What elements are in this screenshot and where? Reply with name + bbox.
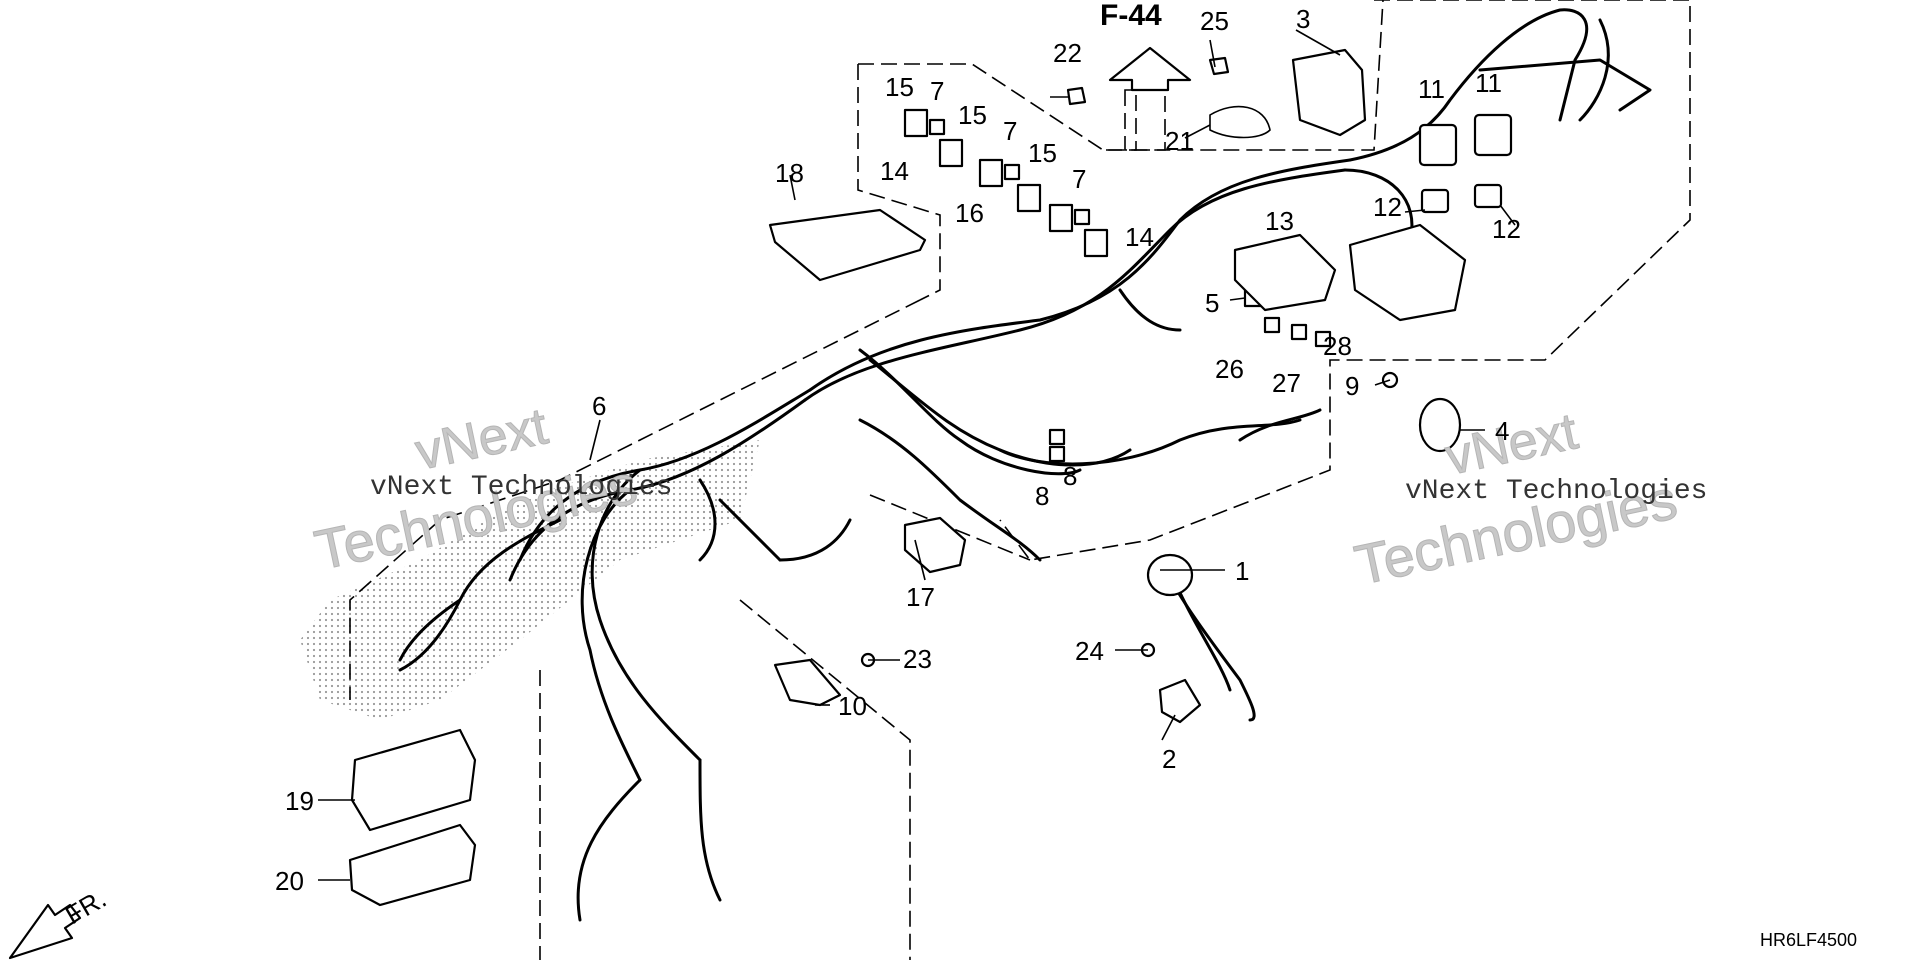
fuse-26 <box>1263 316 1281 334</box>
fuse-8b <box>1048 445 1066 463</box>
knob-12b <box>1473 183 1503 209</box>
connector-17 <box>903 516 967 574</box>
diagram-code: HR6LF4500 <box>1760 930 1857 950</box>
callout-15c: 15 <box>1028 138 1057 168</box>
callout-5: 5 <box>1205 288 1219 318</box>
leader-lines <box>318 29 1516 881</box>
group-outlines <box>349 0 1691 960</box>
watermarks: vNext Technologies vNext Technologies vN… <box>309 397 1708 597</box>
callout-12a: 12 <box>1373 192 1402 222</box>
relay-14b <box>1083 228 1109 258</box>
callout-23: 23 <box>903 644 932 674</box>
ecu <box>350 728 477 832</box>
fuse-7b <box>1003 163 1021 181</box>
callout-13: 13 <box>1265 206 1294 236</box>
watermark-right-inline: vNext Technologies <box>1405 476 1707 507</box>
bracket-10 <box>773 658 842 707</box>
knob-12a <box>1420 188 1450 214</box>
reference-arrow: F-44 <box>1100 0 1192 151</box>
ignition-coil <box>1146 553 1194 597</box>
fuse-28 <box>1314 330 1332 348</box>
spark-plug-cap <box>1158 678 1202 724</box>
callout-27: 27 <box>1272 368 1301 398</box>
watermark-right-1: vNext <box>1440 402 1583 486</box>
callout-11b: 11 <box>1475 68 1502 98</box>
relay-16 <box>1016 183 1042 213</box>
callout-19: 19 <box>285 786 314 816</box>
callout-18: 18 <box>775 158 804 188</box>
callout-15a: 15 <box>885 72 914 102</box>
fuse-8a <box>1048 428 1066 446</box>
relay-15b <box>978 158 1004 188</box>
callout-3: 3 <box>1296 4 1310 34</box>
callout-16: 16 <box>955 198 984 228</box>
bolt-22 <box>1066 86 1087 106</box>
front-direction-arrow: FR. <box>8 883 111 960</box>
callout-8a: 8 <box>1035 481 1049 511</box>
condenser <box>1418 397 1462 453</box>
callout-12b: 12 <box>1492 214 1521 244</box>
callout-28: 28 <box>1323 331 1352 361</box>
switch-11a <box>1418 123 1458 167</box>
callout-26: 26 <box>1215 354 1244 384</box>
callout-22: 22 <box>1053 38 1082 68</box>
relay-15a <box>903 108 929 138</box>
callout-9: 9 <box>1345 371 1359 401</box>
callout-20: 20 <box>275 866 304 896</box>
reference-label: F-44 <box>1100 0 1162 32</box>
callout-11a: 11 <box>1418 74 1445 104</box>
fuse-7c <box>1073 208 1091 226</box>
stipple-shading <box>300 440 760 720</box>
fuse-box <box>1233 233 1337 312</box>
junction-block <box>1348 223 1467 322</box>
relay-parts <box>903 108 1332 463</box>
callout-6: 6 <box>592 391 606 421</box>
callout-7b: 7 <box>1003 116 1017 146</box>
fuse-27 <box>1290 323 1308 341</box>
ecu-cover <box>348 823 477 907</box>
fuse-7a <box>928 118 946 136</box>
callout-1: 1 <box>1235 556 1249 586</box>
callout-25: 25 <box>1200 6 1229 36</box>
switch-11b <box>1473 113 1513 157</box>
callout-21: 21 <box>1165 126 1194 156</box>
band-21 <box>1209 105 1271 139</box>
control-unit <box>1291 48 1367 137</box>
callout-8b: 8 <box>1063 461 1077 491</box>
bolt-25 <box>1208 56 1230 76</box>
callout-24: 24 <box>1075 636 1104 666</box>
relay-14a <box>938 138 964 168</box>
callout-17: 17 <box>906 582 935 612</box>
callout-2: 2 <box>1162 744 1176 774</box>
watermark-left-1: vNext <box>410 397 553 481</box>
callouts: 1 2 3 4 5 6 7 7 7 8 8 9 10 11 11 12 12 1… <box>275 4 1521 896</box>
callout-4: 4 <box>1495 416 1509 446</box>
relay-15c <box>1048 203 1074 233</box>
fuse-box-cover <box>768 208 927 282</box>
callout-7c: 7 <box>1072 164 1086 194</box>
callout-15b: 15 <box>958 100 987 130</box>
callout-7a: 7 <box>930 76 944 106</box>
callout-14a: 14 <box>880 156 909 186</box>
callout-14b: 14 <box>1125 222 1154 252</box>
callout-10: 10 <box>838 691 867 721</box>
watermark-left-inline: vNext Technologies <box>370 472 672 503</box>
